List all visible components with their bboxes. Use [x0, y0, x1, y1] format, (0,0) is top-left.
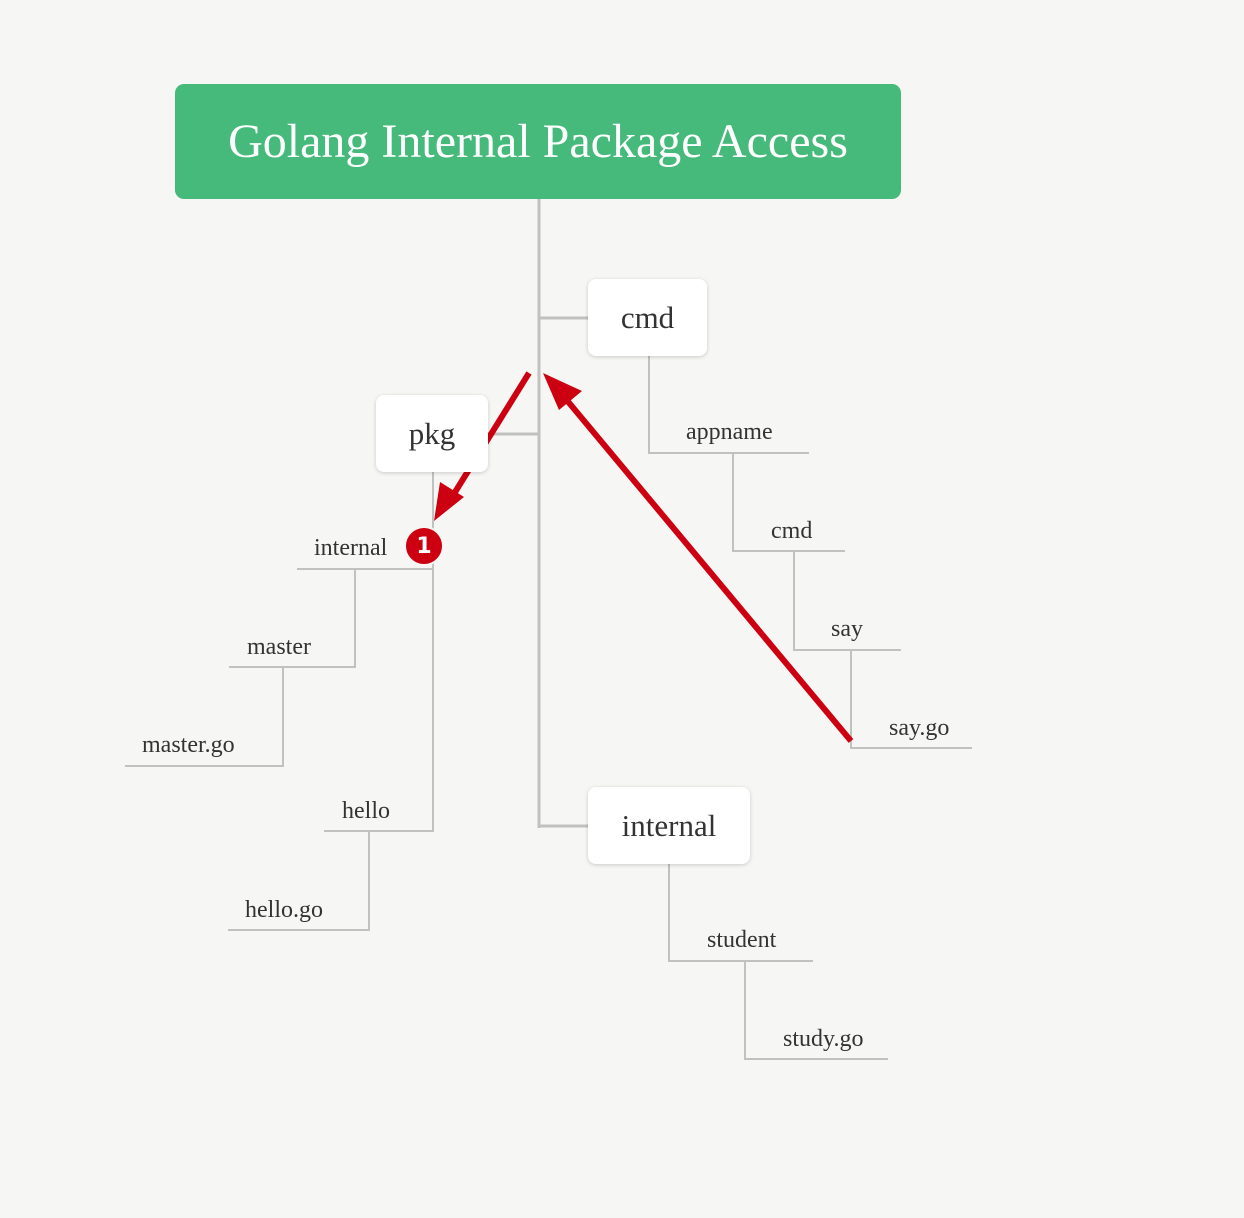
leaf-study-go[interactable]: study.go	[783, 1026, 864, 1052]
connector-appname	[648, 356, 809, 454]
arrow-from-say-go-line	[557, 390, 854, 743]
node-internal-label: internal	[621, 807, 717, 843]
leaf-hello[interactable]: hello	[342, 798, 390, 824]
node-cmd[interactable]: cmd	[588, 279, 707, 356]
leaf-master-go[interactable]: master.go	[142, 732, 235, 758]
leaf-student[interactable]: student	[707, 927, 777, 953]
root-title: Golang Internal Package Access	[228, 115, 848, 168]
connector-student	[668, 864, 813, 962]
leaf-appname[interactable]: appname	[686, 419, 773, 445]
leaf-master[interactable]: master	[247, 634, 311, 660]
leaf-say[interactable]: say	[831, 616, 863, 642]
node-pkg-label: pkg	[408, 415, 456, 451]
arrow-to-pkg-internal-head	[434, 482, 464, 521]
node-pkg[interactable]: pkg	[376, 395, 488, 472]
leaf-pkg-internal[interactable]: internal	[314, 535, 388, 561]
subtree-connectors	[125, 356, 972, 1060]
connector-master	[229, 569, 356, 668]
arrow-from-say-go-head	[543, 373, 582, 410]
connector-say	[793, 551, 901, 651]
node-internal[interactable]: internal	[588, 787, 750, 864]
main-connectors	[488, 199, 588, 828]
leaf-cmd-sub[interactable]: cmd	[771, 518, 813, 544]
access-arrows	[434, 371, 854, 743]
node-cmd-label: cmd	[620, 299, 675, 335]
leaf-hello-go[interactable]: hello.go	[245, 897, 323, 923]
connector-hello-go	[228, 831, 370, 931]
leaf-say-go[interactable]: say.go	[889, 715, 950, 741]
connector-master-go	[125, 667, 284, 767]
connector-say-go	[850, 650, 972, 749]
arrow-to-pkg-internal-line	[449, 371, 532, 499]
connector-hello	[324, 472, 434, 832]
marker-badge-1: 1	[404, 526, 444, 566]
marker-badge-label: 1	[416, 533, 432, 559]
root-title-node[interactable]: Golang Internal Package Access	[175, 84, 901, 199]
connector-study-go	[744, 961, 888, 1060]
connector-cmd-sub	[732, 453, 845, 552]
